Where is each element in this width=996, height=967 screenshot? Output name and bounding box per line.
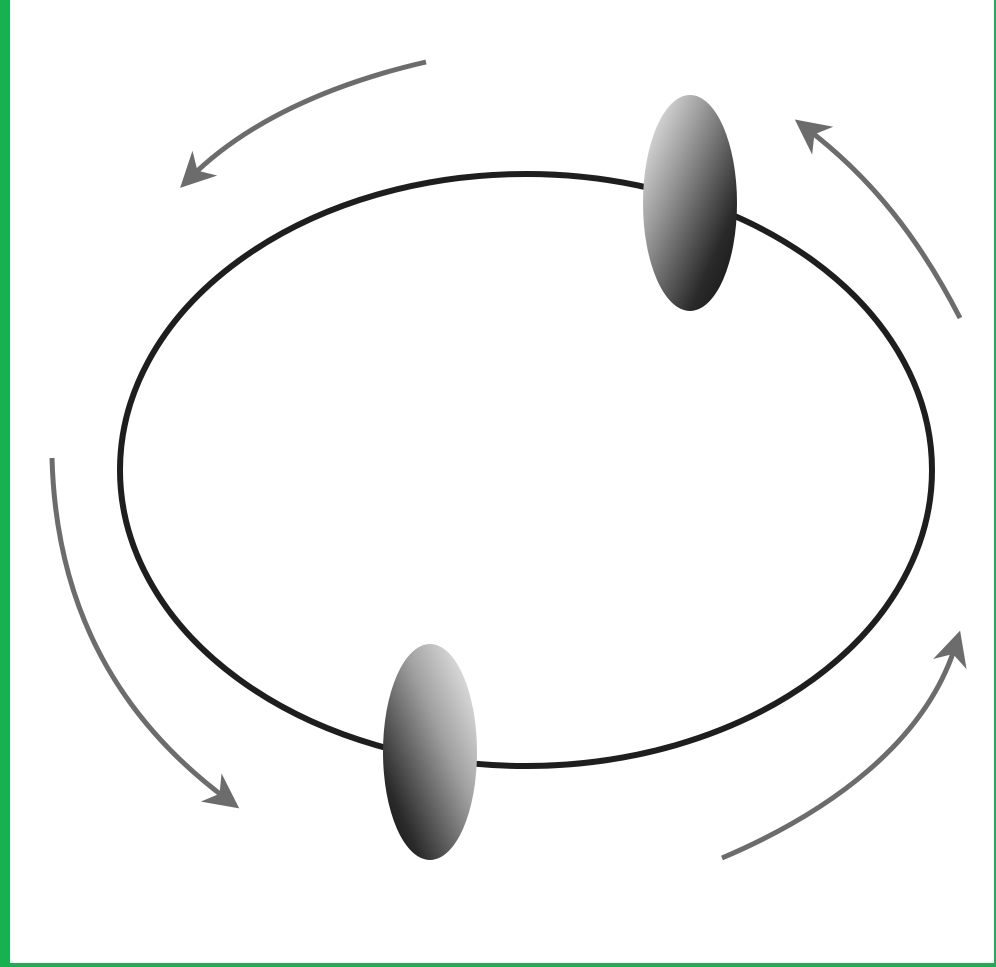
left-arrow	[52, 458, 228, 800]
top-left-arrow	[190, 62, 426, 178]
upper-right-bead	[643, 95, 737, 311]
lower-bead	[383, 644, 477, 860]
top-right-arrow	[806, 128, 960, 318]
bottom-right-arrow	[722, 644, 956, 858]
elliptical-ring	[120, 174, 932, 766]
rotation-diagram	[10, 0, 996, 967]
